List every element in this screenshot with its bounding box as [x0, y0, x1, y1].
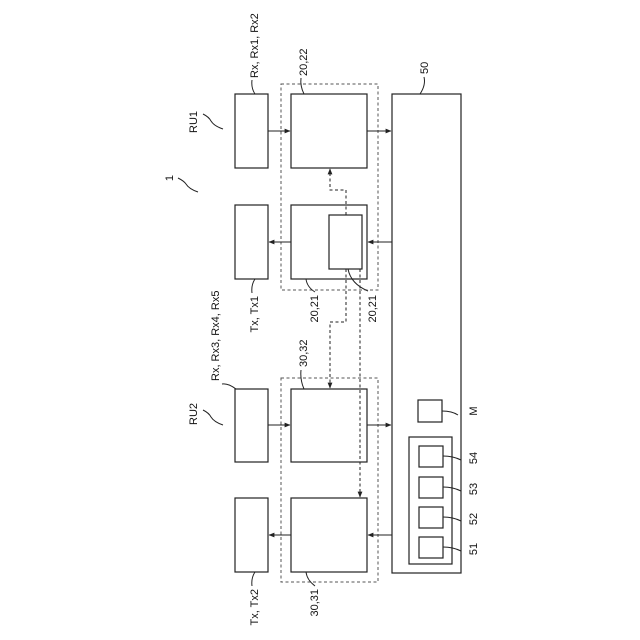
block-20-22: [291, 94, 367, 168]
block-53: [419, 477, 443, 498]
label-52: 52: [468, 513, 480, 525]
label-20-21: 20,21: [309, 295, 321, 323]
block-52: [419, 507, 443, 528]
leader-ru2: [203, 410, 223, 425]
block-30-31: [291, 498, 367, 572]
label-ru1: RU1: [188, 111, 200, 133]
leader-rx-ru1: [252, 80, 255, 94]
leader-50: [420, 77, 425, 94]
ru2-transmit-block: [235, 498, 268, 572]
leader-1: [178, 178, 198, 192]
ru2-receive-block: [235, 389, 268, 462]
label-53: 53: [468, 483, 480, 495]
label-54: 54: [468, 452, 480, 464]
leader-30-32: [301, 370, 304, 389]
label-30-31: 30,31: [309, 589, 321, 617]
label-figure-1: 1: [164, 175, 176, 181]
label-51: 51: [468, 543, 480, 555]
leader-ru1: [203, 114, 223, 129]
label-rx-ru1: Rx, Rx1, Rx2: [249, 13, 261, 78]
block-51: [419, 537, 443, 558]
leader-tx-ru1: [252, 279, 255, 293]
label-tx-ru1: Tx, Tx1: [249, 296, 261, 332]
label-20-22: 20,22: [298, 48, 310, 76]
label-rx-ru2: Rx, Rx3, Rx4, Rx5: [210, 291, 222, 381]
ru1-receive-block: [235, 94, 268, 168]
label-tx-ru2: Tx, Tx2: [249, 589, 261, 625]
block-20-21-inner: [329, 215, 362, 269]
label-30-32: 30,32: [298, 339, 310, 367]
leader-rx-ru2: [222, 384, 236, 389]
dashed-path-inner-to-30-32: [330, 269, 346, 388]
label-ru2: RU2: [188, 403, 200, 425]
block-30-32: [291, 389, 367, 462]
leader-20-22: [301, 78, 304, 94]
leader-tx-ru2: [252, 572, 255, 586]
label-50: 50: [419, 62, 431, 74]
ru1-transmit-block: [235, 205, 268, 279]
block-54: [419, 446, 443, 467]
label-m: M: [468, 406, 480, 415]
label-20-21-inner: 20,21: [367, 295, 379, 323]
block-m: [418, 400, 442, 422]
leader-30-31: [306, 572, 315, 586]
